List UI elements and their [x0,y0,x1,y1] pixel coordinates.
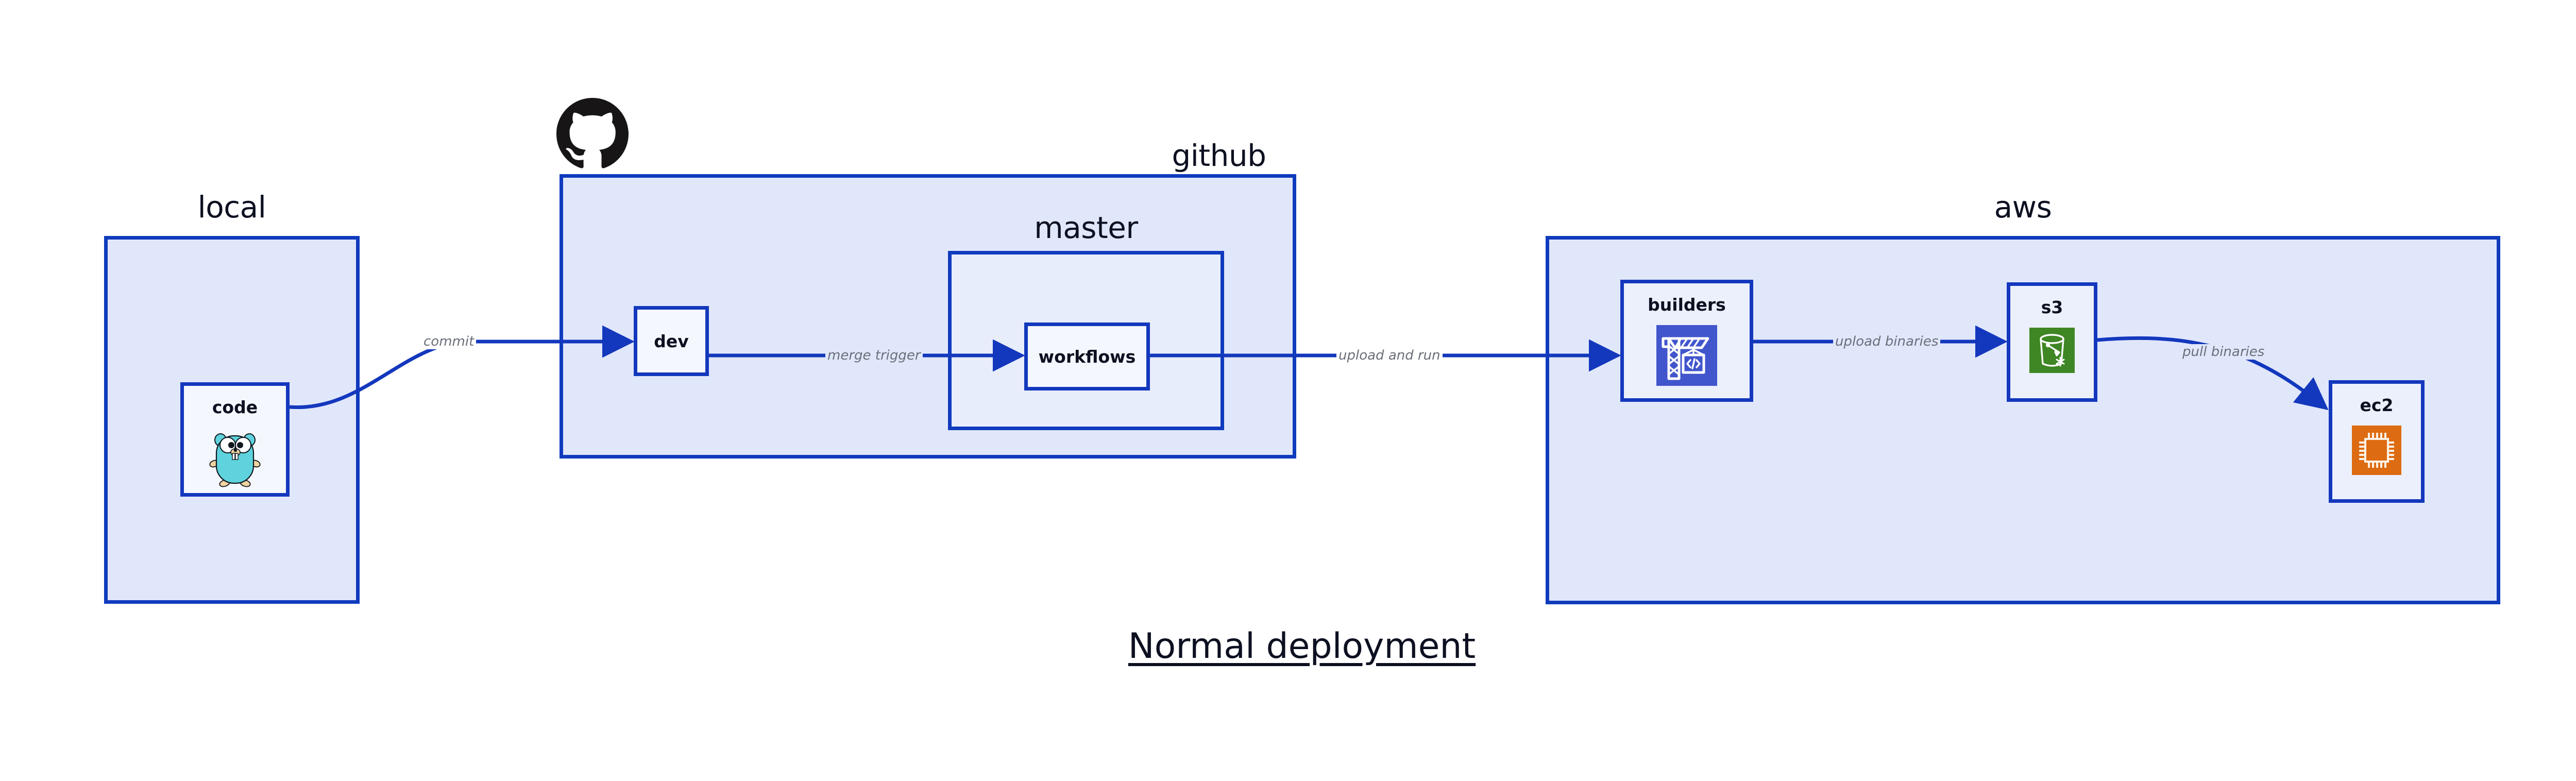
group-label-github: github [1172,138,1266,173]
group-label-master: master [1034,210,1138,245]
node-s3-label: s3 [2041,297,2063,317]
node-dev-label: dev [654,331,689,351]
diagram-title: Normal deployment [1128,626,1476,667]
edge-label-upload-binaries: upload binaries [1833,334,1941,349]
node-workflows[interactable]: workflows [1024,322,1150,390]
group-label-local: local [197,190,266,225]
aws-codebuild-crane-icon [1656,325,1717,386]
edge-label-merge-trigger: merge trigger [825,348,923,363]
node-ec2[interactable]: ec2 [2329,380,2425,503]
go-gopher-icon [206,428,264,488]
node-code[interactable]: code [180,382,290,497]
edge-label-commit: commit [421,334,477,349]
edge-label-pull-binaries: pull binaries [2180,344,2267,360]
node-code-label: code [212,397,258,417]
group-label-aws: aws [1994,190,2052,225]
node-ec2-label: ec2 [2360,395,2394,415]
node-s3[interactable]: s3 [2007,282,2097,402]
node-dev[interactable]: dev [634,306,709,376]
aws-s3-bucket-icon [2029,328,2075,373]
github-mark-icon [556,98,629,170]
node-workflows-label: workflows [1038,346,1136,367]
edge-label-upload-and-run: upload and run [1336,348,1443,363]
aws-ec2-chip-icon [2352,426,2401,475]
node-builders[interactable]: builders [1620,280,1753,402]
node-builders-label: builders [1648,295,1726,315]
